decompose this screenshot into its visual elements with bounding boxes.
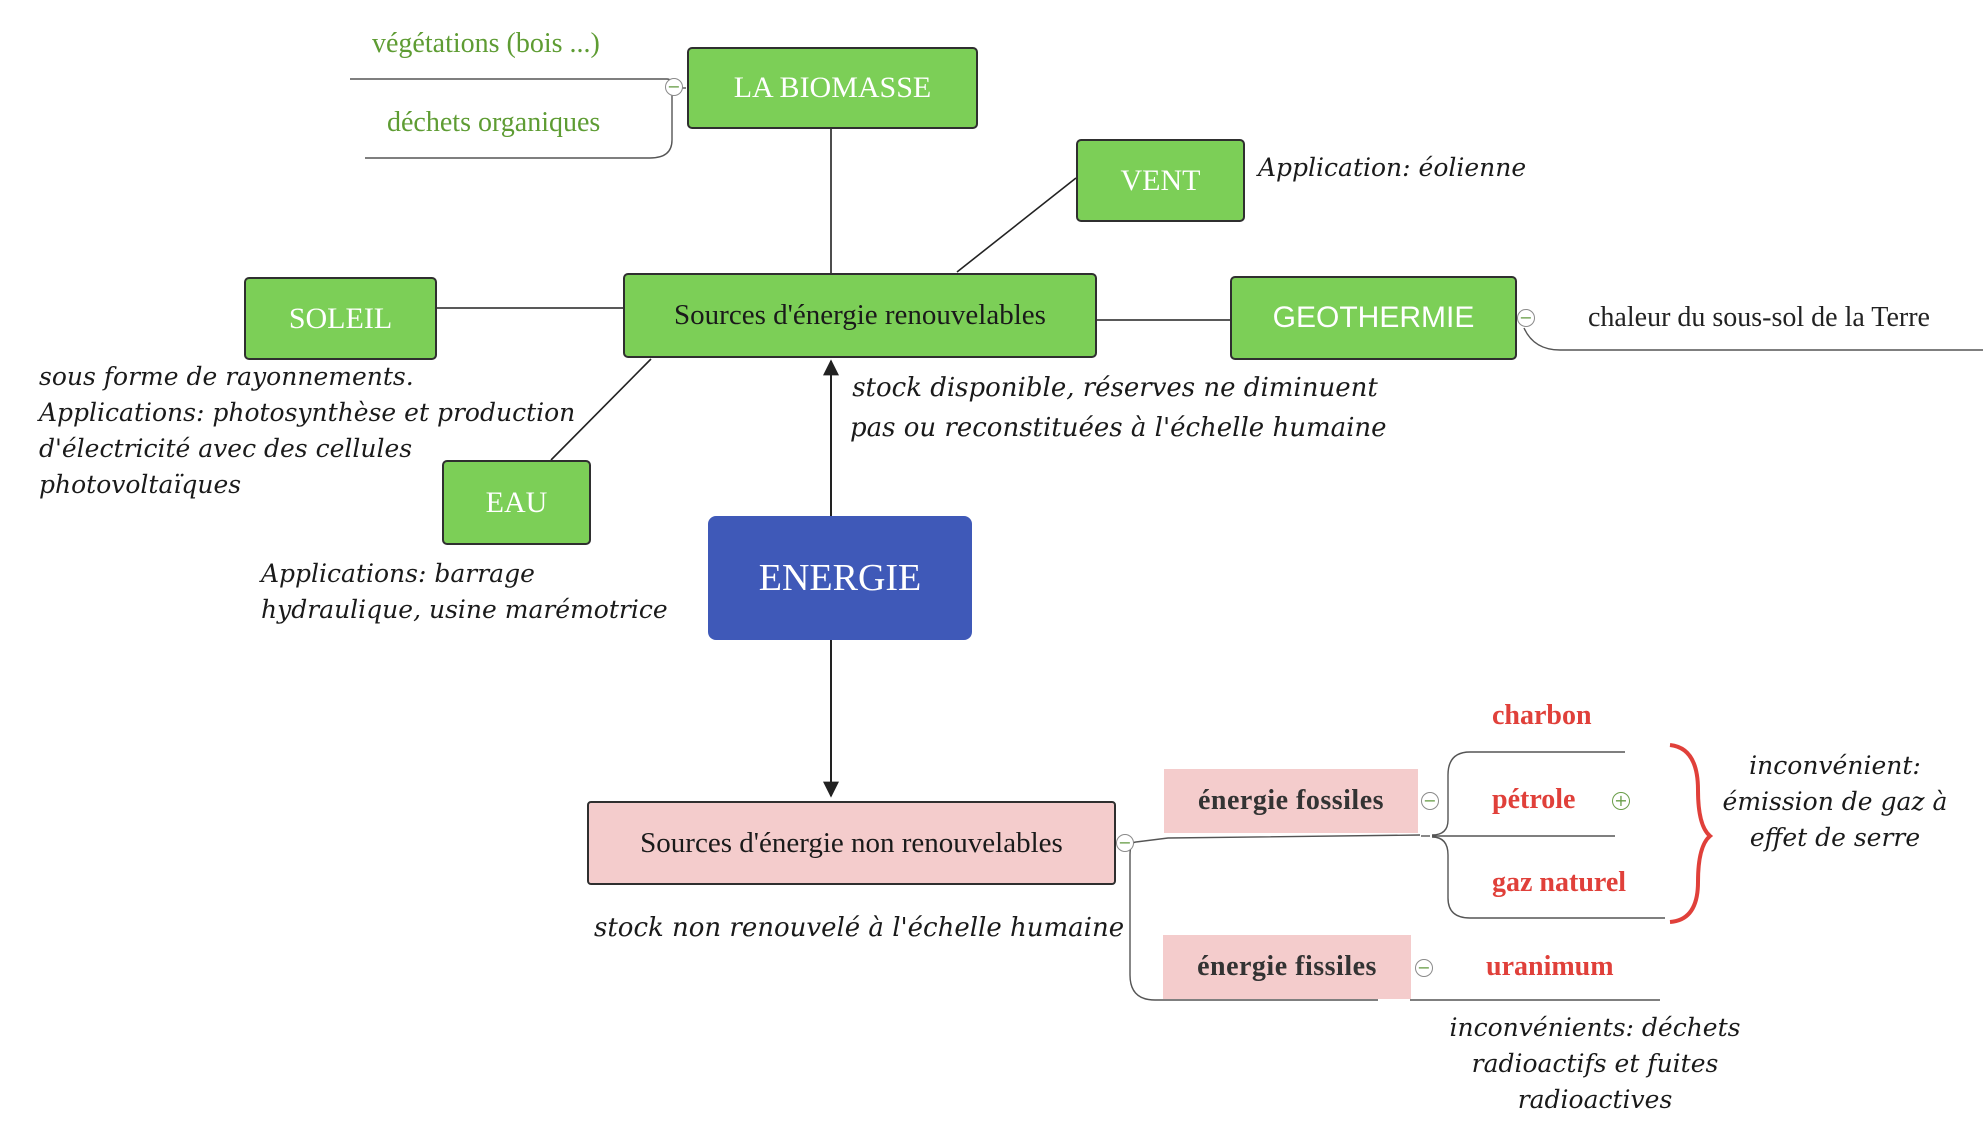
drawback-line: émission de gaz à [1722,787,1948,816]
node-vent[interactable]: VENT [1076,139,1245,222]
leaf-chaleur-sous-sol: chaleur du sous-sol de la Terre [1588,302,1930,333]
leaf-gaz-naturel: gaz naturel [1492,867,1627,898]
node-energie-fissiles[interactable]: énergie fissiles [1163,935,1411,999]
leaf-petrole: pétrole [1492,784,1576,815]
collapse-icon[interactable]: − [1517,309,1535,327]
soleil-note-line: d'électricité avec des cellules [39,434,413,463]
drawback-line: inconvénients: déchets [1449,1013,1741,1042]
renouvelables-description: stock disponible, réserves ne diminuent … [850,368,1387,448]
drawback-line: effet de serre [1749,823,1921,852]
node-eau[interactable]: EAU [442,460,591,545]
leaf-charbon: charbon [1492,700,1592,731]
leaf-vegetations: végétations (bois ...) [372,28,600,59]
description-line: stock disponible, réserves ne diminuent [852,373,1378,403]
description-line: pas ou reconstituées à l'échelle humaine [850,413,1387,443]
soleil-note-line: Applications: photosynthèse et productio… [39,398,576,427]
collapse-icon[interactable]: − [1415,959,1433,977]
node-biomasse[interactable]: LA BIOMASSE [687,47,978,129]
node-sources-renouvelables[interactable]: Sources d'énergie renouvelables [623,273,1097,358]
collapse-icon[interactable]: − [1421,792,1439,810]
brace-shape [1669,743,1714,924]
non-renouvelables-description: stock non renouvelé à l'échelle humaine [594,913,1125,943]
leaf-dechets-organiques: déchets organiques [387,107,601,138]
node-sources-non-renouvelables[interactable]: Sources d'énergie non renouvelables [587,801,1116,885]
collapse-icon[interactable]: − [1116,834,1134,852]
eau-note-line: hydraulique, usine marémotrice [261,595,668,624]
leaf-uranimum: uranimum [1486,951,1614,982]
drawback-line: radioactifs et fuites [1471,1049,1719,1078]
expand-icon[interactable]: + [1612,792,1630,810]
drawback-line: radioactives [1517,1085,1673,1114]
node-soleil[interactable]: SOLEIL [244,277,437,360]
vent-application-note: Application: éolienne [1258,153,1527,182]
soleil-note-line: sous forme de rayonnements. [39,362,414,391]
fossiles-drawback-note: inconvénient: émission de gaz à effet de… [1705,748,1965,856]
node-energie-center[interactable]: ENERGIE [708,516,972,640]
eau-note-line: Applications: barrage [261,559,535,588]
node-energie-fossiles[interactable]: énergie fossiles [1164,769,1418,833]
drawback-line: inconvénient: [1749,751,1921,780]
node-geothermie[interactable]: GEOTHERMIE [1230,276,1517,360]
collapse-icon[interactable]: − [665,78,683,96]
soleil-note: sous forme de rayonnements. Applications… [39,359,575,503]
eau-note: Applications: barrage hydraulique, usine… [261,556,668,628]
soleil-note-line: photovoltaïques [39,470,242,499]
fissiles-drawback-note: inconvénients: déchets radioactifs et fu… [1440,1010,1750,1118]
